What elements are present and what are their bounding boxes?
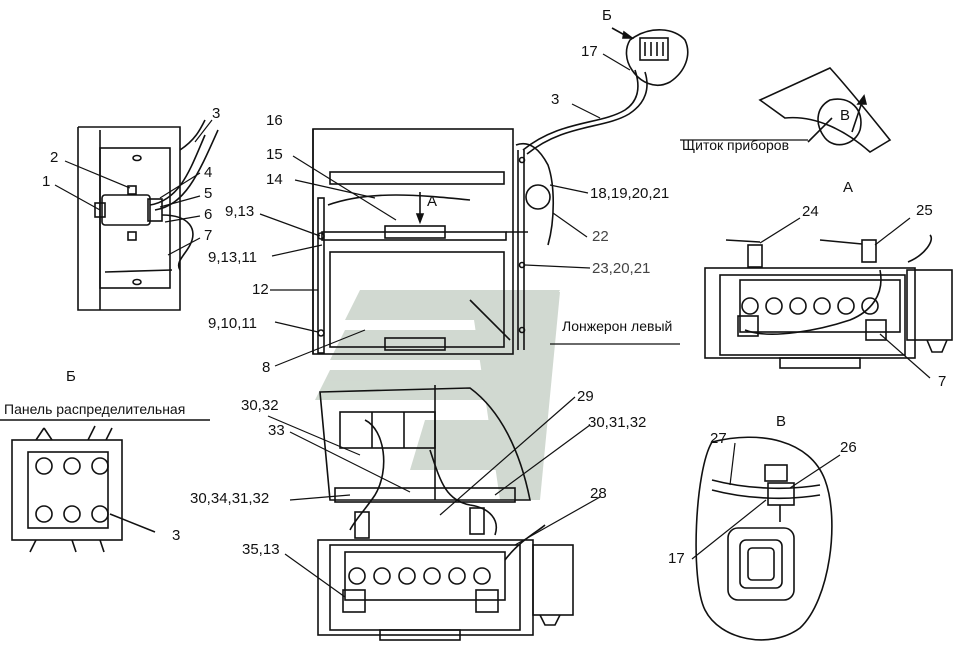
connector-view-b	[611, 27, 689, 86]
view-label-v-small: В	[840, 107, 851, 124]
callout-18-19-20-21: 18,19,20,21	[590, 185, 670, 202]
battery-installation-bottom	[317, 385, 574, 641]
callout-25: 25	[916, 202, 933, 219]
callout-8: 8	[262, 359, 271, 376]
instrument-panel-sketch	[758, 67, 892, 153]
callout-17-bottom: 17	[668, 550, 685, 567]
watermark-logo	[315, 290, 560, 500]
battery-detail-a	[704, 234, 953, 369]
callout-28: 28	[590, 485, 607, 502]
callout-14: 14	[266, 171, 283, 188]
callout-9-13-11: 9,13,11	[208, 249, 257, 266]
callout-3: 3	[212, 105, 221, 122]
callout-3-panel: 3	[172, 527, 181, 544]
callout-7-right: 7	[938, 373, 947, 390]
callout-16: 16	[266, 112, 283, 129]
callout-1: 1	[42, 173, 51, 190]
callout-6: 6	[204, 206, 213, 223]
note-instrument-panel: Щиток приборов	[682, 137, 790, 153]
callout-4: 4	[204, 164, 213, 181]
callout-9-13: 9,13	[225, 203, 255, 220]
note-distribution-panel: Панель распределительная	[4, 401, 186, 417]
distribution-panel-detail	[0, 419, 210, 553]
leader-lines	[54, 53, 931, 598]
callout-30-31-32: 30,31,32	[588, 414, 647, 431]
view-label-b-top: Б	[602, 7, 612, 24]
detail-v	[695, 436, 833, 641]
callout-26: 26	[840, 439, 857, 456]
callout-15: 15	[266, 146, 283, 163]
view-label-a-center: А	[427, 193, 438, 210]
view-label-a-right: А	[843, 179, 854, 196]
callout-2: 2	[50, 149, 59, 166]
callout-30-32: 30,32	[241, 397, 279, 414]
battery-box-detail	[312, 128, 555, 355]
cable-3	[522, 69, 648, 155]
callout-9-10-11: 9,10,11	[208, 315, 257, 332]
callout-30-34-31-32: 30,34,31,32	[190, 490, 270, 507]
callout-5: 5	[204, 185, 213, 202]
callout-12: 12	[252, 281, 269, 298]
callout-17-top: 17	[581, 43, 598, 60]
callout-24: 24	[802, 203, 819, 220]
note-longeron: Лонжерон левый	[562, 318, 673, 334]
callout-27: 27	[710, 430, 727, 447]
view-label-v-bottom: В	[776, 413, 787, 430]
callout-35-13: 35,13	[242, 541, 280, 558]
callout-22: 22	[592, 228, 609, 245]
callout-3-cable: 3	[551, 91, 560, 108]
callout-23-20-21: 23,20,21	[592, 260, 651, 277]
callout-33: 33	[268, 422, 285, 439]
callout-7: 7	[204, 227, 213, 244]
callout-29: 29	[577, 388, 594, 405]
relay-bracket-detail	[77, 119, 219, 311]
view-label-b-left: Б	[66, 368, 76, 385]
